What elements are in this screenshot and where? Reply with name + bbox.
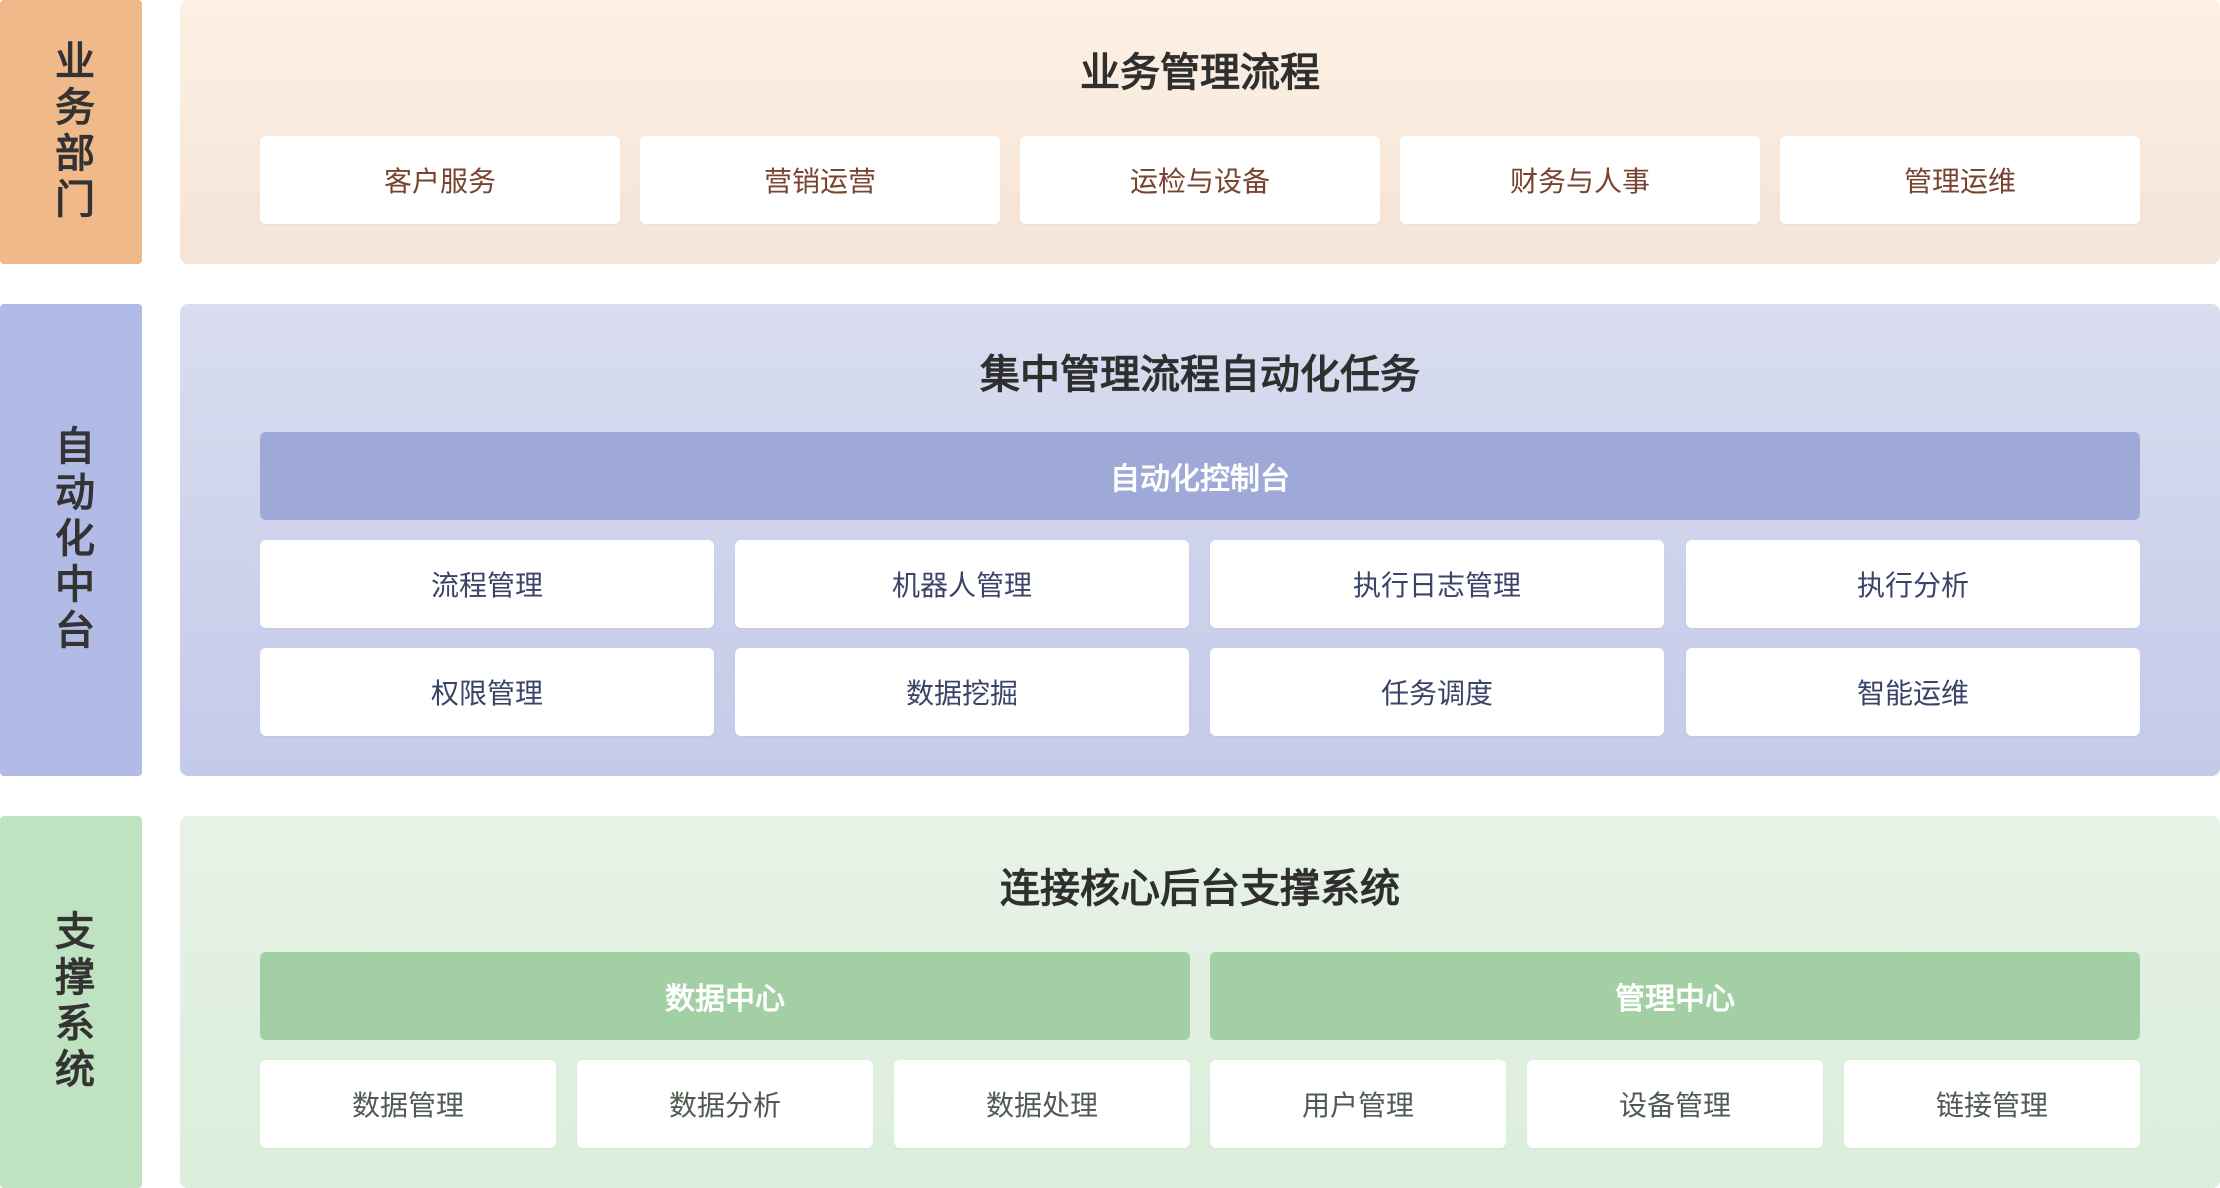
support-layer-panel: 连接核心后台支撑系统 数据中心 管理中心 数据管理 数据分析 数据处理 用户管理… <box>180 816 2220 1188</box>
automation-layer-panel: 集中管理流程自动化任务 自动化控制台 流程管理 机器人管理 执行日志管理 执行分… <box>180 304 2220 776</box>
business-layer-panel: 业务管理流程 客户服务 营销运营 运检与设备 财务与人事 管理运维 <box>180 0 2220 264</box>
side-label-support-text: 支撑系统 <box>48 910 94 1094</box>
automation-item: 智能运维 <box>1686 648 2140 736</box>
business-item: 客户服务 <box>260 136 620 224</box>
data-center-bar: 数据中心 <box>260 952 1190 1040</box>
business-item: 营销运营 <box>640 136 1000 224</box>
data-center-item: 数据分析 <box>577 1060 873 1148</box>
management-center-bar: 管理中心 <box>1210 952 2140 1040</box>
automation-item: 权限管理 <box>260 648 714 736</box>
data-center-item: 数据管理 <box>260 1060 556 1148</box>
management-center-item: 用户管理 <box>1210 1060 1506 1148</box>
business-item: 管理运维 <box>1780 136 2140 224</box>
management-center-item: 设备管理 <box>1527 1060 1823 1148</box>
management-center-item: 链接管理 <box>1844 1060 2140 1148</box>
business-item: 财务与人事 <box>1400 136 1760 224</box>
business-item: 运检与设备 <box>1020 136 1380 224</box>
side-label-business-text: 业务部门 <box>48 40 94 224</box>
automation-layer-title: 集中管理流程自动化任务 <box>980 352 1420 398</box>
side-label-automation-text: 自动化中台 <box>48 425 94 655</box>
automation-item: 执行分析 <box>1686 540 2140 628</box>
automation-item: 执行日志管理 <box>1210 540 1664 628</box>
automation-item: 流程管理 <box>260 540 714 628</box>
side-label-support: 支撑系统 <box>0 816 142 1188</box>
automation-item: 数据挖掘 <box>735 648 1189 736</box>
business-layer-title: 业务管理流程 <box>1080 50 1320 96</box>
automation-item: 机器人管理 <box>735 540 1189 628</box>
data-center-item: 数据处理 <box>894 1060 1190 1148</box>
automation-console-bar: 自动化控制台 <box>260 432 2140 520</box>
side-label-automation: 自动化中台 <box>0 304 142 776</box>
side-label-business: 业务部门 <box>0 0 142 264</box>
automation-item: 任务调度 <box>1210 648 1664 736</box>
support-layer-title: 连接核心后台支撑系统 <box>1000 866 1400 912</box>
